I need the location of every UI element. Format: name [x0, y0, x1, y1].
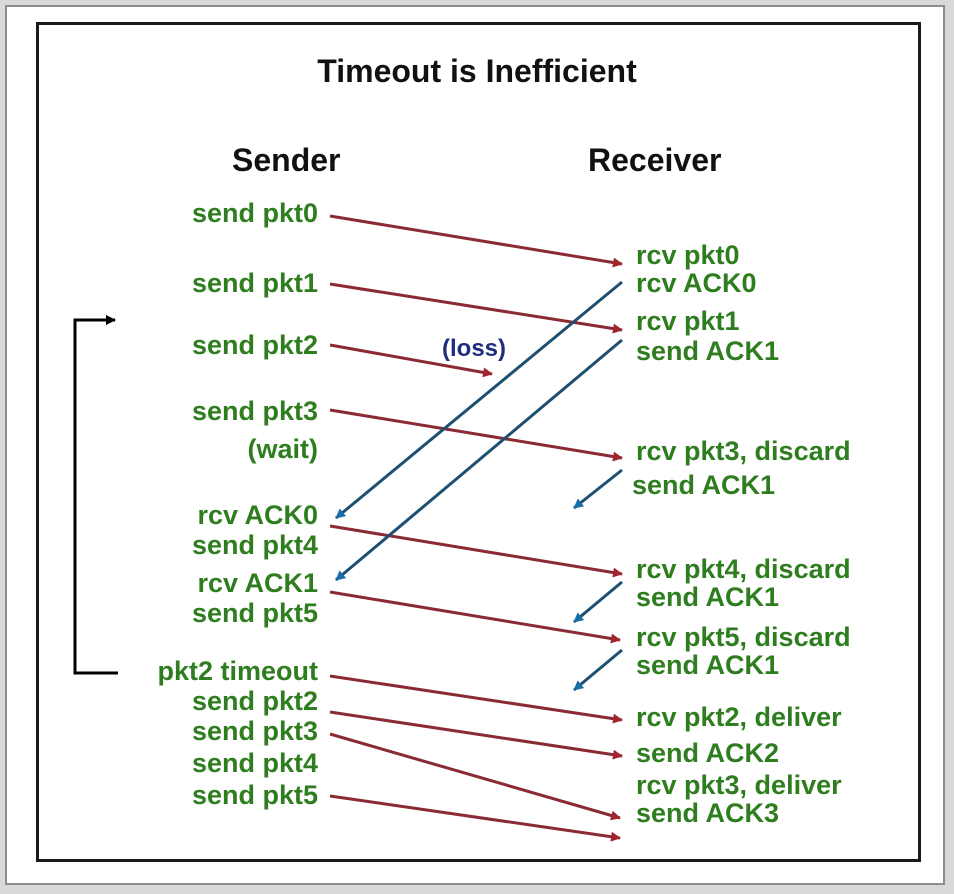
sender-event: send pkt3 [191, 716, 318, 746]
sender-event: send pkt5 [191, 780, 318, 810]
sender-event: send pkt3 [191, 396, 318, 426]
receiver-event: send ACK1 [636, 336, 780, 366]
receiver-event: rcv ACK0 [636, 268, 757, 298]
arrow-ack1 [335, 338, 623, 582]
arrow-pkt3 [329, 408, 623, 462]
arrow-ack1-dup-1 [573, 468, 623, 510]
receiver-event: rcv pkt2, deliver [636, 702, 842, 732]
sender-header: Sender [232, 142, 341, 178]
receiver-event: send ACK2 [636, 738, 780, 768]
receiver-event: rcv pkt3, deliver [636, 770, 842, 800]
sender-event: pkt2 timeout [157, 656, 318, 686]
timeout-bracket [73, 315, 118, 675]
receiver-event: send ACK1 [636, 650, 780, 680]
diagram-panel [36, 22, 921, 862]
sender-event: (wait) [247, 434, 319, 464]
sender-event: send pkt0 [191, 198, 318, 228]
arrow-retx-pkt5 [329, 794, 621, 842]
sender-event: send pkt2 [191, 330, 318, 360]
loss-label: (loss) [442, 335, 507, 362]
sender-event: send pkt5 [191, 598, 318, 628]
arrow-retx-pkt3 [329, 710, 623, 760]
arrow-pkt5 [329, 590, 621, 644]
sender-event: send pkt1 [191, 268, 318, 298]
receiver-event: send ACK1 [632, 470, 776, 500]
arrow-ack1-dup-2 [573, 580, 623, 624]
arrow-pkt4 [329, 524, 623, 578]
arrow-ack0 [335, 280, 623, 520]
diagram-title: Timeout is Inefficient [317, 53, 637, 89]
receiver-event: send ACK1 [636, 582, 780, 612]
arrow-retx-pkt2 [329, 674, 623, 724]
receiver-event: rcv pkt4, discard [636, 554, 851, 584]
sender-event: send pkt4 [191, 530, 318, 560]
arrow-ack1-dup-3 [573, 648, 623, 692]
sender-event: send pkt4 [191, 748, 318, 778]
arrow-pkt2-lost [329, 343, 493, 378]
receiver-event: rcv pkt0 [636, 240, 740, 270]
receiver-event: rcv pkt5, discard [636, 622, 851, 652]
receiver-event: send ACK3 [636, 798, 780, 828]
sender-event: rcv ACK0 [197, 500, 318, 530]
sender-event: rcv ACK1 [197, 568, 318, 598]
arrow-retx-pkt4 [329, 732, 621, 821]
receiver-event: rcv pkt3, discard [636, 436, 851, 466]
receiver-event: rcv pkt1 [636, 306, 740, 336]
arrow-pkt0 [329, 214, 623, 268]
arrow-pkt1 [329, 282, 623, 334]
receiver-header: Receiver [588, 142, 722, 178]
sender-event: send pkt2 [191, 686, 318, 716]
